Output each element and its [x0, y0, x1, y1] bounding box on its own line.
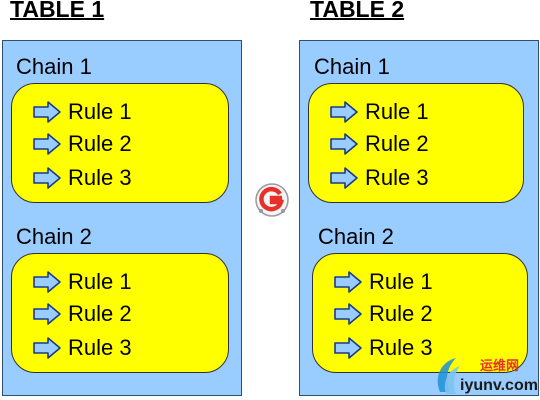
table-1-chain-1-label: Chain 1	[16, 54, 92, 79]
rule-item: Rule 1	[333, 268, 433, 296]
arrow-right-icon	[33, 101, 61, 123]
arrow-right-icon	[33, 167, 61, 189]
rule-label: Rule 3	[68, 165, 132, 190]
rule-label: Rule 1	[68, 269, 132, 294]
rule-label: Rule 3	[365, 165, 429, 190]
table-2-chain-2-box: Rule 1 Rule 2 Rule 3	[312, 253, 528, 373]
arrow-right-icon	[33, 303, 61, 325]
rule-item: Rule 2	[333, 300, 433, 328]
arrow-right-icon	[330, 133, 358, 155]
rule-label: Rule 1	[68, 99, 132, 124]
arrow-right-icon	[330, 101, 358, 123]
rule-label: Rule 2	[68, 301, 132, 326]
table-1-chain-2-box: Rule 1 Rule 2 Rule 3	[11, 253, 229, 373]
rule-item: Rule 1	[32, 268, 132, 296]
rule-item: Rule 3	[333, 334, 433, 362]
arrow-right-icon	[330, 167, 358, 189]
rule-label: Rule 1	[365, 99, 429, 124]
table-1-chain-1-box: Rule 1 Rule 2 Rule 3	[11, 83, 229, 203]
rule-label: Rule 2	[68, 131, 132, 156]
table-1-chain-2-label: Chain 2	[16, 224, 92, 249]
table-2-chain-1-box: Rule 1 Rule 2 Rule 3	[308, 83, 524, 203]
watermark-cn-text: 运维网	[480, 358, 519, 374]
arrow-right-icon	[33, 271, 61, 293]
table-2-title: TABLE 2	[310, 0, 405, 22]
rule-label: Rule 3	[68, 335, 132, 360]
rule-item: Rule 2	[32, 130, 132, 158]
rule-item: Rule 3	[32, 334, 132, 362]
arrow-right-icon	[334, 271, 362, 293]
table-1-box: Chain 1 Rule 1 Rule 2 Rule 3 Chain 2 Rul…	[2, 40, 242, 396]
table-2-chain-1-label: Chain 1	[314, 54, 390, 79]
rule-label: Rule 2	[369, 301, 433, 326]
rule-label: Rule 2	[365, 131, 429, 156]
arrow-right-icon	[33, 133, 61, 155]
rule-item: Rule 3	[329, 164, 429, 192]
watermark-text: iyunv.com	[460, 377, 538, 394]
table-2-box: Chain 1 Rule 1 Rule 2 Rule 3 Chain 2 Rul…	[299, 40, 539, 396]
rule-item: Rule 1	[329, 98, 429, 126]
watermark-logo: 运维网 iyunv.com	[437, 358, 538, 394]
arrow-right-icon	[334, 337, 362, 359]
rule-item: Rule 3	[32, 164, 132, 192]
arrow-right-icon	[33, 337, 61, 359]
arrow-right-icon	[334, 303, 362, 325]
rule-item: Rule 2	[329, 130, 429, 158]
g-logo-icon	[255, 183, 289, 217]
rule-item: Rule 2	[32, 300, 132, 328]
rule-label: Rule 3	[369, 335, 433, 360]
table-1-title: TABLE 1	[10, 0, 105, 22]
rule-label: Rule 1	[369, 269, 433, 294]
rule-item: Rule 1	[32, 98, 132, 126]
table-2-chain-2-label: Chain 2	[318, 224, 394, 249]
